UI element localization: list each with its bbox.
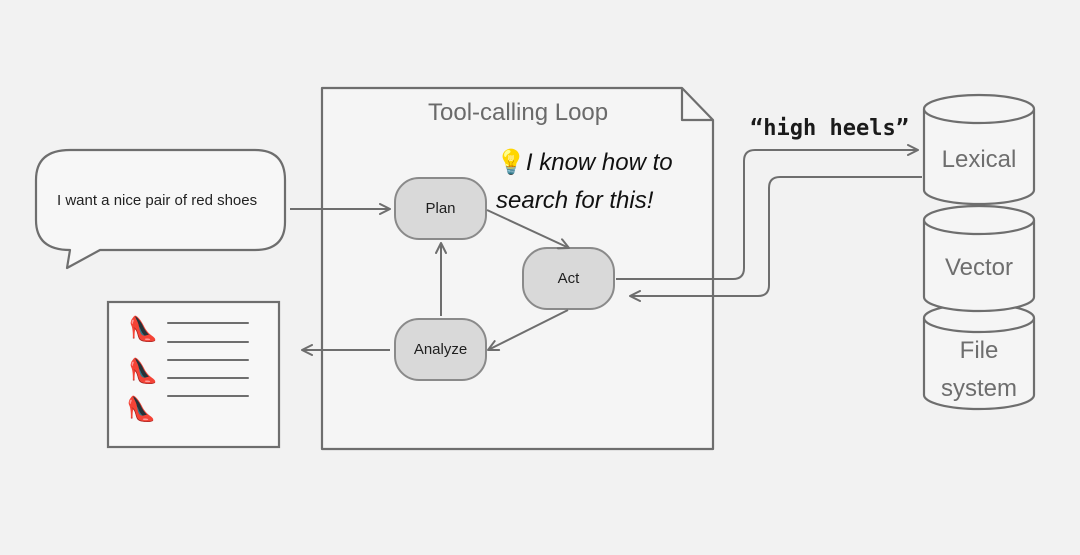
results-panel xyxy=(106,300,281,449)
agent-thought: 💡I know how to search for this! xyxy=(496,144,673,220)
search-query: “high heels” xyxy=(750,116,909,141)
vector-database xyxy=(922,204,1036,313)
high-heel-icon: 👠 xyxy=(126,396,156,423)
plan-node xyxy=(394,177,487,240)
filesystem-label-line-2: system xyxy=(940,375,1017,402)
analyze-label: Analyze xyxy=(413,341,468,358)
plan-label: Plan xyxy=(425,200,456,217)
loop-title: Tool-calling Loop xyxy=(428,99,609,126)
tool-calling-loop-panel xyxy=(320,86,715,451)
lexical-label: Lexical xyxy=(941,146,1017,173)
panel-folded-corner xyxy=(680,88,713,122)
high-heel-icon: 👠 xyxy=(128,316,158,343)
high-heel-icon: 👠 xyxy=(128,358,158,385)
filesystem-label-line-1: File xyxy=(959,337,999,364)
act-label: Act xyxy=(557,270,580,287)
analyze-node xyxy=(394,318,487,381)
lightbulb-icon: 💡 xyxy=(496,149,526,176)
arrow-plan-to-act xyxy=(486,209,570,250)
speech-bubble xyxy=(34,148,287,270)
thought-line-1: I know how to xyxy=(525,149,673,176)
user-message: I want a nice pair of red shoes xyxy=(57,192,258,209)
vector-label: Vector xyxy=(944,254,1014,281)
arrow-lexical-to-act xyxy=(629,176,922,302)
arrow-act-to-lexical xyxy=(616,144,919,280)
lexical-database xyxy=(922,93,1036,206)
arrow-act-to-analyze xyxy=(487,309,569,351)
filesystem-database xyxy=(922,302,1036,411)
result-lines xyxy=(167,322,249,397)
filesystem-label: File system xyxy=(924,332,1034,408)
thought-line-2: search for this! xyxy=(496,187,654,214)
